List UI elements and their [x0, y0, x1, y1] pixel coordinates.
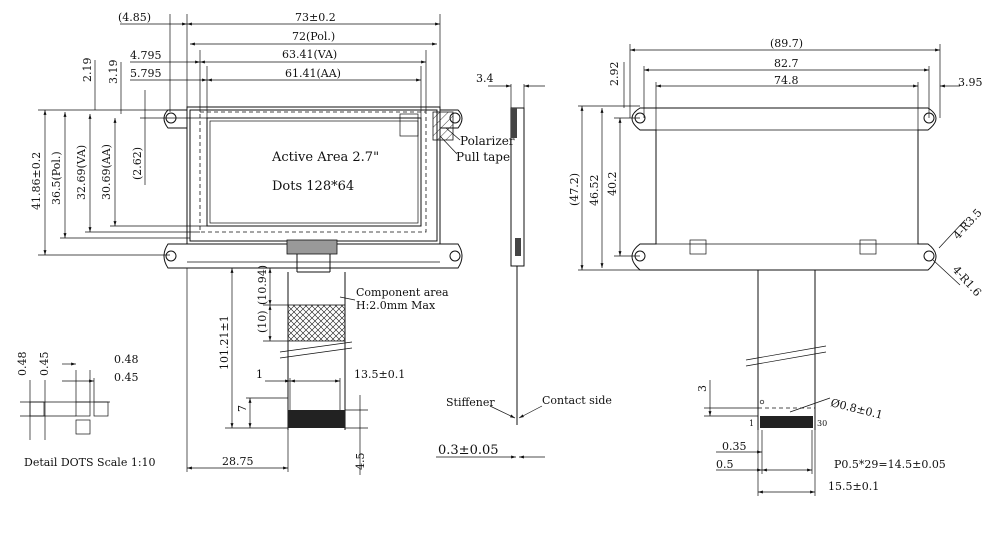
dim-47-2: (47.2) — [568, 173, 581, 206]
dim-4-5: 4.5 — [354, 453, 367, 471]
front-view: Active Area 2.7" Dots 128*64 Polarizer P… — [30, 11, 515, 269]
side-bond — [515, 238, 521, 256]
dot-4 — [75, 419, 91, 435]
active-area-inner — [209, 120, 419, 224]
dim-0-48-h: 0.48 — [114, 353, 139, 366]
dim-2-19: 2.19 — [81, 58, 94, 83]
dim-0-45-h: 0.45 — [114, 371, 139, 384]
dim-4-85: (4.85) — [118, 11, 151, 24]
pull-tape-corner — [399, 113, 419, 137]
contact-label: Contact side — [542, 394, 612, 407]
dim-36-5: 36.5(Pol.) — [50, 151, 63, 205]
dim-3-19: 3.19 — [107, 60, 120, 85]
dim-3: 3 — [696, 385, 709, 392]
dim-2-92: 2.92 — [608, 62, 621, 87]
stiffener-label: Stiffener — [446, 396, 495, 409]
dim-41-86: 41.86±0.2 — [30, 152, 43, 210]
dim-89-7: (89.7) — [770, 37, 803, 50]
dim-28-75: 28.75 — [222, 455, 254, 468]
dim-46-52: 46.52 — [588, 175, 601, 207]
polarizer-leader — [445, 127, 461, 141]
dim-7: 7 — [236, 405, 249, 412]
fpc-contacts — [288, 410, 345, 428]
back-contacts — [760, 416, 813, 428]
dim-0-48-v: 0.48 — [16, 352, 29, 377]
dim-1: 1 — [256, 368, 263, 381]
pull-tape-tab — [432, 111, 454, 141]
dim-73: 73±0.2 — [295, 11, 336, 24]
dim-101-21: 101.21±1 — [218, 315, 231, 370]
dim-3-4: 3.4 — [476, 72, 494, 85]
fpc-break — [279, 341, 353, 359]
detail-dots: 0.48 0.45 0.48 0.45 Detail DOTS Scale 1:… — [16, 352, 156, 470]
dim-82-7: 82.7 — [774, 57, 799, 70]
dim-0-5: 0.5 — [716, 458, 734, 471]
back-hole-br — [923, 250, 935, 262]
mount-hole-bl — [165, 250, 177, 262]
dim-pitch: P0.5*29=14.5±0.05 — [834, 458, 946, 471]
detail-caption: Detail DOTS Scale 1:10 — [24, 456, 156, 469]
pin-1-label: 1 — [749, 419, 754, 428]
dim-74-8: 74.8 — [774, 74, 799, 87]
dim-63-41: 63.41(VA) — [282, 48, 337, 61]
back-tab-left — [689, 239, 707, 255]
dim-15-5: 15.5±0.1 — [828, 480, 879, 493]
dot-1 — [29, 401, 45, 417]
phi-leader — [789, 397, 831, 413]
mount-hole-br — [449, 250, 461, 262]
dim-13-5: 13.5±0.1 — [354, 368, 405, 381]
dots-label: Dots 128*64 — [272, 179, 354, 194]
dim-3-95: 3.95 — [958, 76, 983, 89]
dim-r3-5: 4-R3.5 — [951, 206, 985, 242]
dim-0-3: 0.3±0.05 — [438, 443, 499, 458]
stiffener-leader — [489, 405, 516, 419]
active-area-outline — [206, 117, 422, 227]
component-leader — [339, 296, 356, 301]
bottom-bracket — [163, 243, 463, 269]
dim-phi: Ø0.8±0.1 — [829, 396, 884, 421]
back-fpc-break — [745, 345, 827, 367]
pull-tape-label: Pull tape — [456, 150, 510, 164]
contact-leader — [518, 405, 543, 419]
r3-5-leader — [938, 219, 966, 249]
component-height-label: H:2.0mm Max — [356, 299, 436, 312]
dim-10-94: (10.94) — [256, 265, 269, 305]
dim-r1-6: 4-R1.6 — [950, 263, 984, 299]
pull-tape-leader — [439, 135, 458, 155]
dot-3 — [93, 401, 109, 417]
component-area — [287, 304, 346, 342]
pin-30-label: 30 — [817, 419, 827, 428]
dim-0-45-v: 0.45 — [38, 352, 51, 377]
back-view: 1 30 (89.7) 82.7 74.8 3.95 (47.2) 46.52 … — [568, 37, 985, 496]
dim-10: (10) — [256, 310, 269, 333]
dim-30-69: 30.69(AA) — [100, 144, 113, 200]
view-area-outline — [199, 111, 427, 233]
dim-2-62: (2.62) — [131, 147, 144, 180]
side-view: 3.4 Stiffener Contact side 0.3±0.05 — [436, 72, 612, 459]
dot-2 — [75, 401, 91, 417]
fpc-view: Component area H:2.0mm Max (10.94) (10) … — [186, 239, 449, 475]
polarizer-label: Polarizer — [460, 134, 515, 148]
dim-72: 72(Pol.) — [292, 30, 335, 43]
active-area-label: Active Area 2.7" — [271, 150, 379, 165]
glass-outline — [186, 106, 441, 245]
dim-5-795: 5.795 — [130, 67, 162, 80]
back-outline — [631, 107, 937, 271]
pin1-marker — [759, 399, 765, 405]
component-area-label: Component area — [356, 286, 449, 299]
back-tab-right — [859, 239, 877, 255]
fpc-bond — [286, 239, 338, 255]
ear-top-right — [440, 109, 463, 129]
r1-6-leader — [932, 259, 961, 286]
dim-4-795: 4.795 — [130, 49, 162, 62]
dim-61-41: 61.41(AA) — [285, 67, 341, 80]
dim-0-35: 0.35 — [722, 440, 747, 453]
dim-40-2: 40.2 — [606, 172, 619, 197]
side-polarizer — [511, 108, 517, 138]
dim-32-69: 32.69(VA) — [75, 145, 88, 200]
